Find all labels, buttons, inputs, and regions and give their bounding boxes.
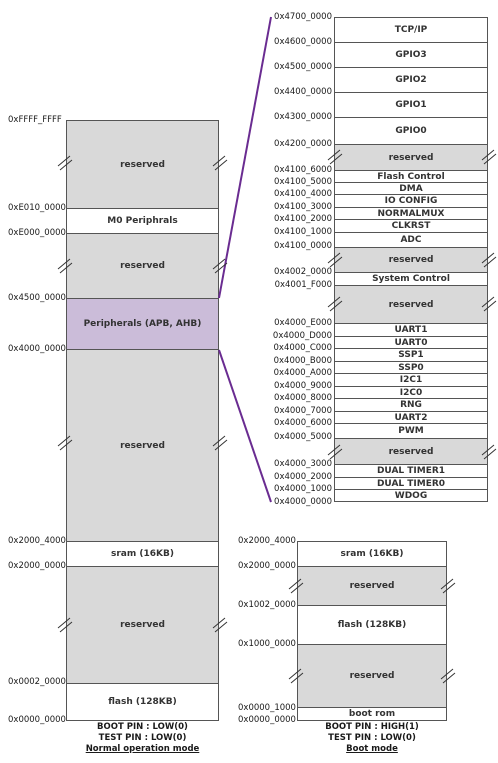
reserved-block-4: reserved [66,566,219,684]
address-label: 0x4000_8000 [274,393,332,403]
address-label: 0x4100_1000 [274,227,332,237]
flash-block: flash (128KB) [66,683,219,721]
address-label: 0x4100_5000 [274,177,332,187]
address-label: 0x4000_A000 [273,368,332,378]
address-label: 0xE000_0000 [8,228,66,238]
wdog-block: WDOG [334,489,488,502]
address-label: 0x4200_0000 [274,139,332,149]
address-label: 0x4000_9000 [274,381,332,391]
address-label: 0x4700_0000 [274,12,332,22]
address-label: 0x4600_0000 [274,37,332,47]
address-label: 0x4000_3000 [274,459,332,469]
sram-block: sram (16KB) [66,541,219,567]
break-marks [57,149,497,684]
address-label: 0x4100_2000 [274,214,332,224]
address-label: 0x2000_4000 [8,536,66,546]
address-label: 0x2000_4000 [238,536,296,546]
address-label: 0x0000_0000 [8,715,66,725]
gpio3-block: GPIO3 [334,42,488,68]
address-label: 0x4000_D000 [272,331,332,341]
connector-line-top [218,16,272,299]
address-label: 0x4000_0000 [8,344,66,354]
address-label: 0x4000_1000 [274,484,332,494]
address-label: 0x4500_0000 [8,293,66,303]
address-label: 0x4500_0000 [274,62,332,72]
test-pin-label: TEST PIN : LOW(0) [98,733,187,743]
reserved-block-p2: reserved [334,247,488,273]
reserved-top-block: reserved [66,120,219,209]
address-label: 0x1000_0000 [238,639,296,649]
address-label: 0x4000_2000 [274,472,332,482]
address-label: 0x2000_0000 [238,561,296,571]
address-label: 0x4000_C000 [273,343,332,353]
address-label: 0xE010_0000 [8,203,66,213]
address-label: 0xFFFF_FFFF [8,115,62,125]
address-label: 0x4000_0000 [274,497,332,507]
address-label: 0x2000_0000 [8,561,66,571]
reserved-block-p1: reserved [334,144,488,171]
address-label: 0x4100_4000 [274,189,332,199]
peripherals-block: Peripherals (APB, AHB) [66,298,219,350]
boot-mode-title: Boot mode [346,744,398,754]
address-label: 0x0000_1000 [238,703,296,713]
address-label: 0x4000_B000 [273,356,332,366]
test-pin-label: TEST PIN : LOW(0) [328,733,416,743]
address-label: 0x4300_0000 [274,112,332,122]
address-label: 0x4100_6000 [274,165,332,175]
connector-line-bottom [218,349,272,503]
reserved-block-2: reserved [66,233,219,299]
normal-mode-title: Normal operation mode [85,744,200,754]
boot-pin-label: BOOT PIN : HIGH(1) [325,722,419,732]
address-label: 0x4000_E000 [274,318,332,328]
address-label: 0x4000_7000 [274,406,332,416]
reserved-block-p4: reserved [334,438,488,465]
address-label: 0x0000_0000 [238,715,296,725]
address-label: 0x1002_0000 [238,600,296,610]
address-label: 0x0002_0000 [8,677,66,687]
boot-reserved-block-1: reserved [297,566,447,606]
boot-rom-block: boot rom [297,707,447,721]
address-label: 0x4000_6000 [274,418,332,428]
address-label: 0x4000_5000 [274,432,332,442]
address-label: 0x4100_3000 [274,202,332,212]
boot-flash-block: flash (128KB) [297,605,447,645]
address-label: 0x4002_0000 [274,267,332,277]
reserved-block-3: reserved [66,349,219,542]
reserved-block-p3: reserved [334,285,488,324]
gpio2-block: GPIO2 [334,67,488,93]
address-label: 0x4001_F000 [274,280,332,290]
boot-pin-label: BOOT PIN : LOW(0) [97,722,188,732]
address-label: 0x4100_0000 [274,241,332,251]
address-label: 0x4400_0000 [274,87,332,97]
